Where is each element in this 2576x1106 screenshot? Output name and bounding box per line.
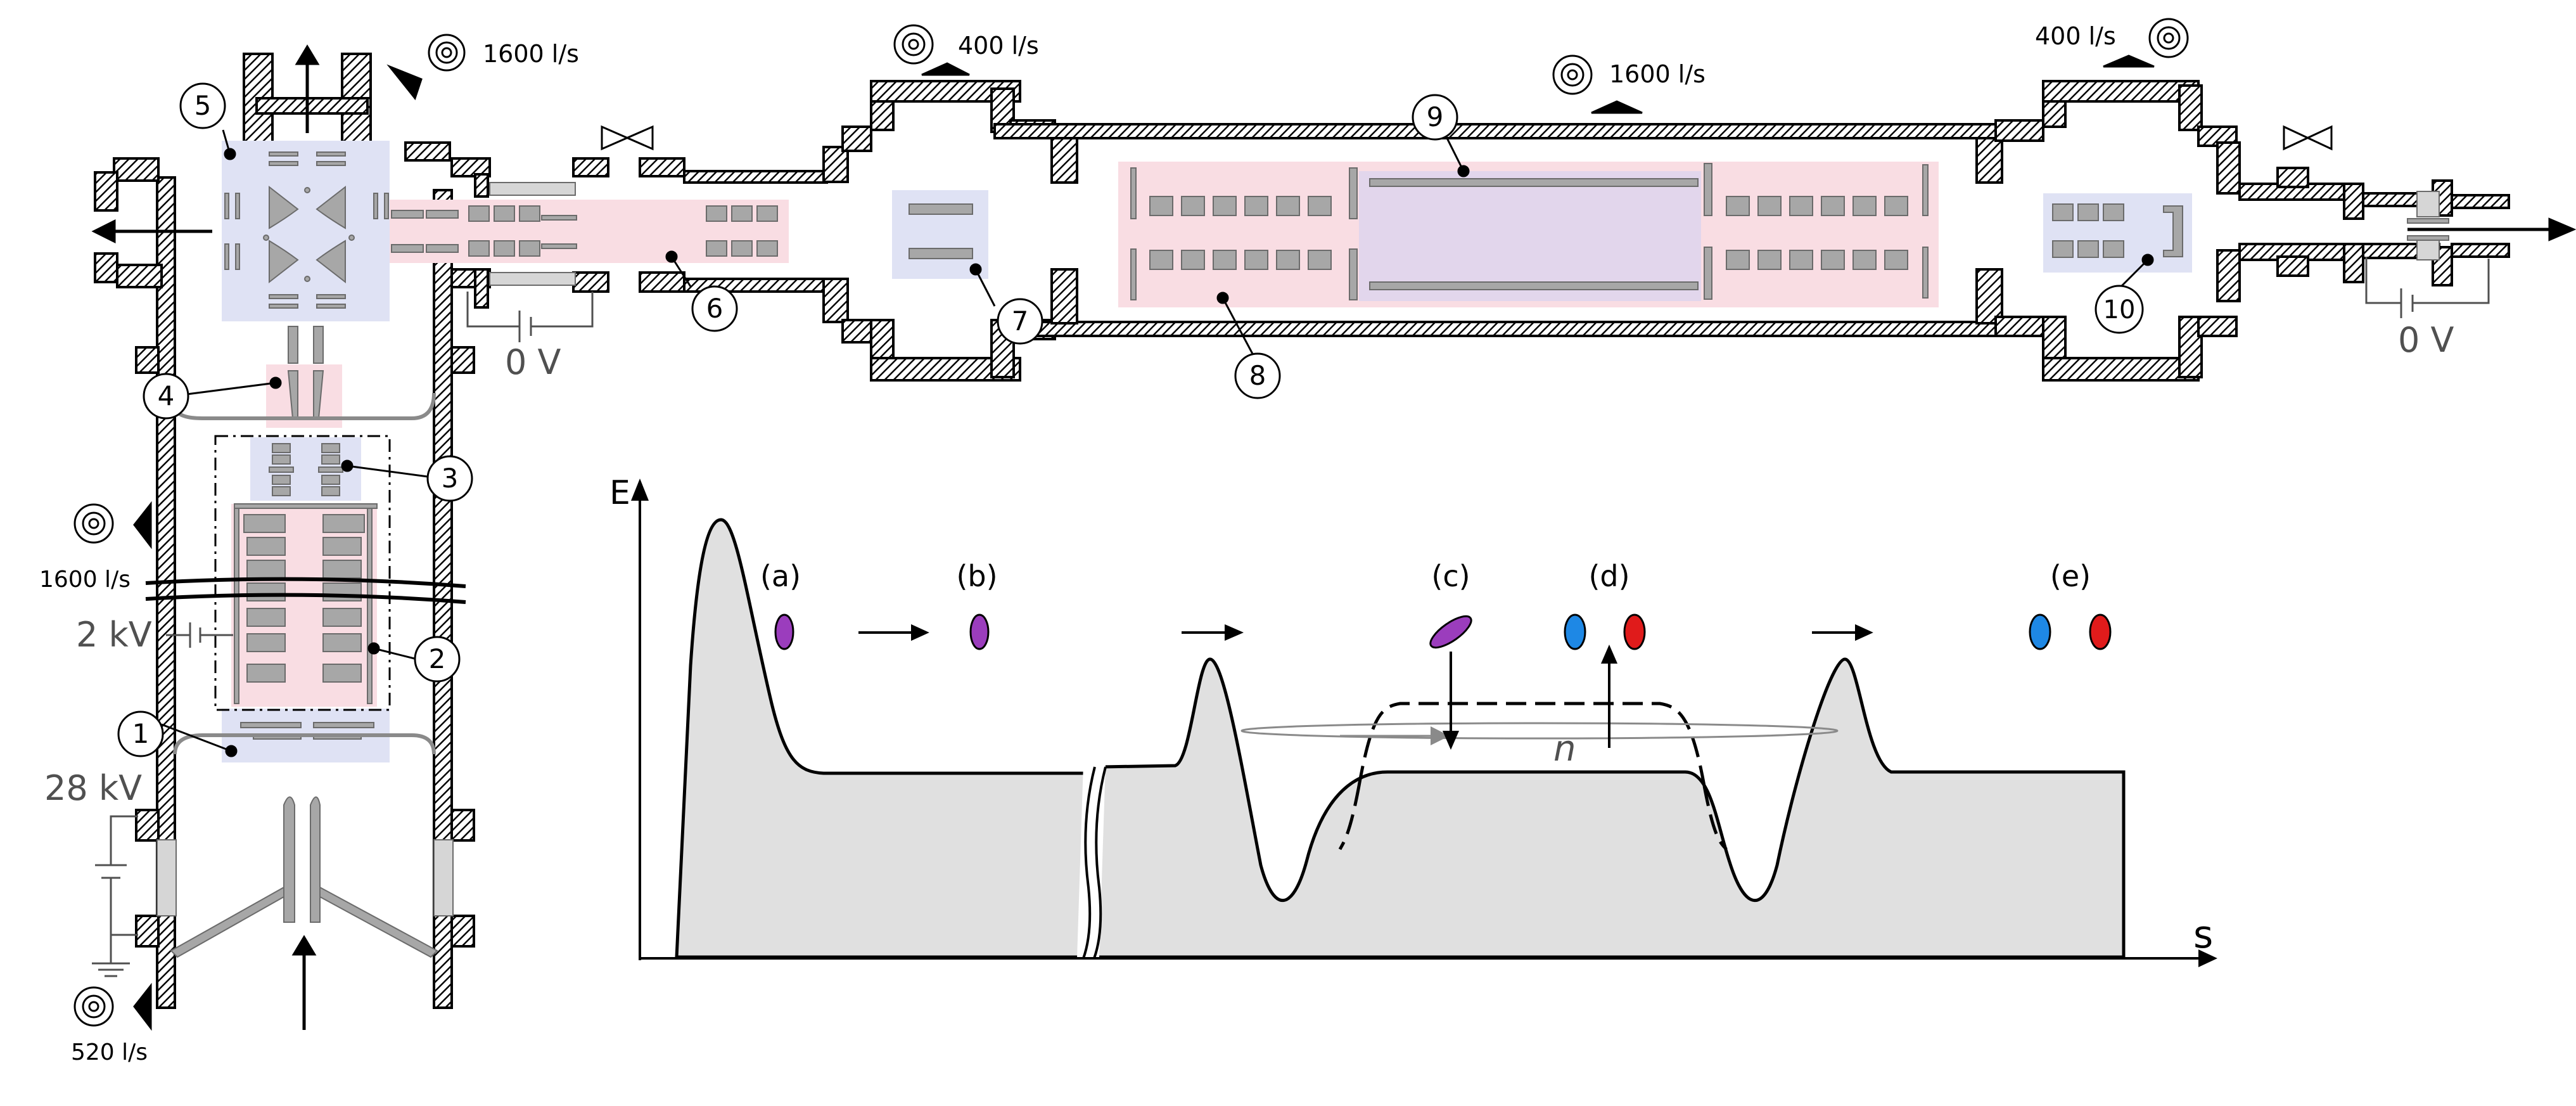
- potential-diagram: E s (a) (b) (c) (d) (e) n: [609, 474, 2217, 967]
- vacuum-pumps: [73, 18, 2189, 1031]
- voltage-label-right-ground: 0 V: [2398, 320, 2454, 360]
- ion-d-red: [1623, 614, 1646, 650]
- callout-10: [2095, 285, 2144, 334]
- pump-icon-left-mid: [73, 501, 152, 550]
- ion-a: [774, 614, 794, 650]
- y-axis-label: E: [609, 474, 630, 512]
- valve-icon-left: [601, 125, 654, 151]
- callout-7-label: 7: [1012, 305, 1029, 337]
- trap-right-electrode-rows: [1726, 196, 1908, 270]
- pump-label-cross-right: 400 l/s: [2035, 22, 2116, 50]
- callout-1-label: 1: [132, 718, 150, 749]
- potential-dashed-profile: [1338, 702, 1728, 851]
- valve-icon-right: [2283, 125, 2333, 151]
- x-axis-label: s: [2193, 913, 2213, 957]
- ion-e-blue: [2029, 614, 2051, 650]
- stage-label-c: (c): [1431, 559, 1470, 593]
- callout-circles: [117, 82, 2144, 757]
- callout-9: [1412, 94, 1458, 141]
- callout-5-label: 5: [194, 90, 212, 121]
- callout-3-label: 3: [442, 463, 459, 494]
- quadrupole-bender-region: [222, 141, 390, 321]
- voltage-label-source: 28 kV: [44, 768, 142, 808]
- pump-label-top-left: 1600 l/s: [483, 40, 579, 68]
- pump-label-bottom-left: 520 l/s: [71, 1039, 148, 1065]
- ion-b: [969, 614, 990, 650]
- pump-label-trap-center: 1600 l/s: [1609, 60, 1706, 88]
- transfer-optics-region: [390, 200, 789, 263]
- stage-label-d: (d): [1588, 559, 1629, 593]
- text-labels: 1600 l/s 1600 l/s 520 l/s 400 l/s 1600 l…: [39, 22, 2454, 1065]
- callout-3: [426, 455, 473, 502]
- trap-central-region: [1359, 171, 1701, 301]
- pump-icon-bottom-left: [73, 982, 152, 1031]
- callout-1: [117, 711, 164, 757]
- beam-arrows: [91, 44, 2576, 1030]
- callout-2: [414, 636, 461, 683]
- ion-d-blue: [1564, 614, 1586, 650]
- stage-label-b: (b): [956, 559, 997, 593]
- voltage-label-left-ground: 0 V: [505, 342, 561, 382]
- orbit-ring: [1240, 722, 1839, 740]
- valves: [601, 125, 2333, 151]
- callout-5: [179, 82, 226, 129]
- potential-break-lines: [1082, 766, 1107, 959]
- voltage-circuits: [92, 257, 2490, 977]
- callout-numbers: 1 2 3 4 5 6 7 8 9 10: [132, 90, 2136, 749]
- callout-4-label: 4: [158, 380, 175, 411]
- stage-label-a: (a): [760, 559, 801, 593]
- stage-label-e: (e): [2050, 559, 2091, 593]
- ion-e-red: [2089, 614, 2112, 650]
- potential-curve: [675, 518, 2126, 959]
- pipe-break: [145, 577, 466, 604]
- pump-label-left-mid: 1600 l/s: [39, 567, 131, 593]
- ring-label: n: [1553, 728, 1576, 769]
- pump-icon-trap-center: [1552, 55, 1643, 114]
- pump-icon-top-left: [386, 34, 466, 101]
- callout-leaders: [161, 129, 2154, 757]
- transition-arrows: [858, 624, 1873, 750]
- callout-6: [691, 285, 738, 332]
- trap-left-electrode-rows: [1149, 196, 1332, 270]
- voltage-label-funnel: 2 kV: [76, 615, 152, 655]
- pump-icon-cross-right: [2103, 18, 2189, 68]
- ion-markers: [774, 614, 2112, 650]
- pump-icon-cross-left: [893, 24, 970, 76]
- pump-label-cross-left: 400 l/s: [958, 32, 1039, 60]
- callout-9-label: 9: [1427, 101, 1444, 132]
- ion-c: [1429, 615, 1472, 649]
- callout-10-label: 10: [2103, 295, 2136, 325]
- callout-8: [1234, 352, 1281, 399]
- callout-8-label: 8: [1249, 360, 1266, 391]
- callout-4: [143, 373, 189, 420]
- funnel-housing: [214, 435, 391, 711]
- callout-7: [997, 298, 1043, 345]
- callout-6-label: 6: [706, 293, 724, 324]
- callout-2-label: 2: [429, 643, 446, 674]
